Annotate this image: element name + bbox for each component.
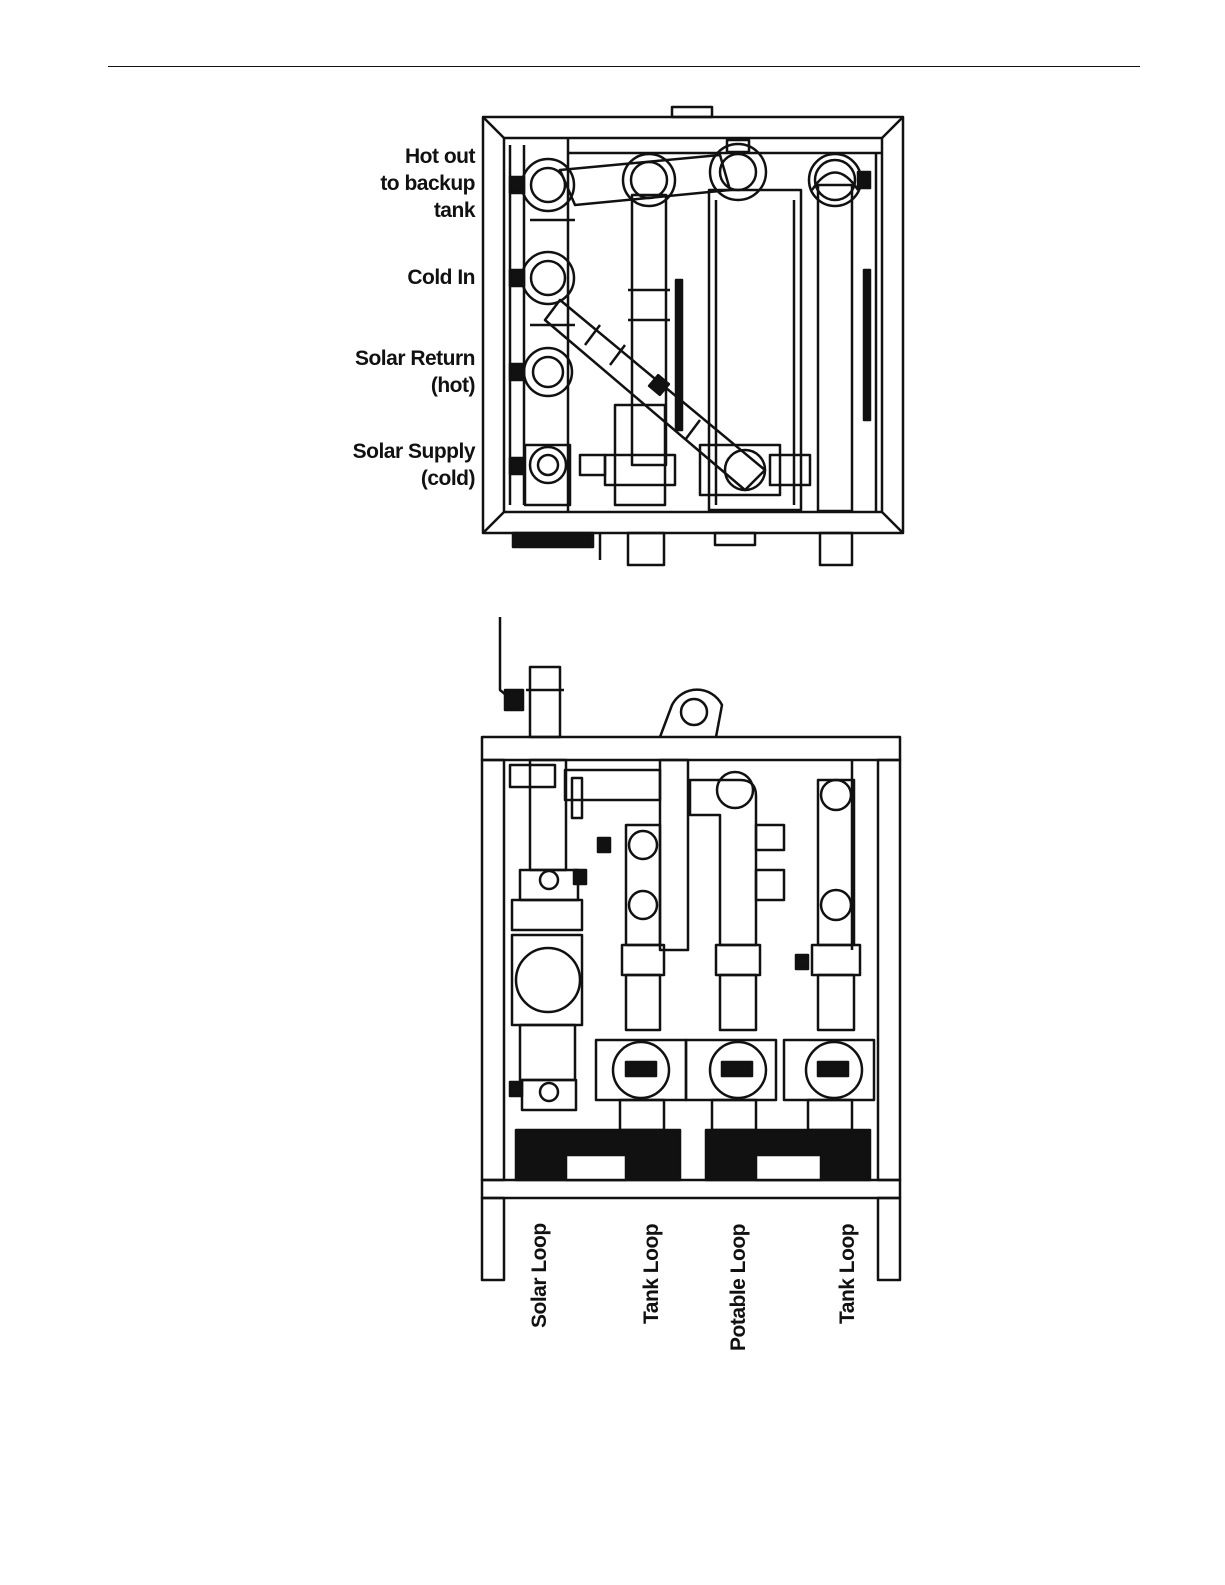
solar-loop-pipe [530,760,566,870]
top-center-pipe [632,195,666,465]
tank-loop-1-pipe [626,825,660,945]
valve-solar-return [524,348,572,396]
front-frame-top [482,737,900,760]
valve-handle [500,617,512,700]
front-view-drawing [482,617,900,1280]
top-view-drawing [483,107,903,565]
top-horizontal-pipe [560,155,730,205]
top-diagonal-pipe [545,300,765,490]
loop-label-solar: Solar Loop [528,1223,552,1328]
loop-label-potable: Potable Loop [727,1224,751,1351]
top-right-pipe [818,185,852,511]
loop-label-tank-2: Tank Loop [836,1224,860,1324]
front-frame-base [482,1180,900,1198]
valve-solar-supply [530,447,566,483]
top-flange-pipe [530,667,560,737]
loop-label-tank-1: Tank Loop [640,1224,664,1324]
lifting-eye [660,690,722,737]
